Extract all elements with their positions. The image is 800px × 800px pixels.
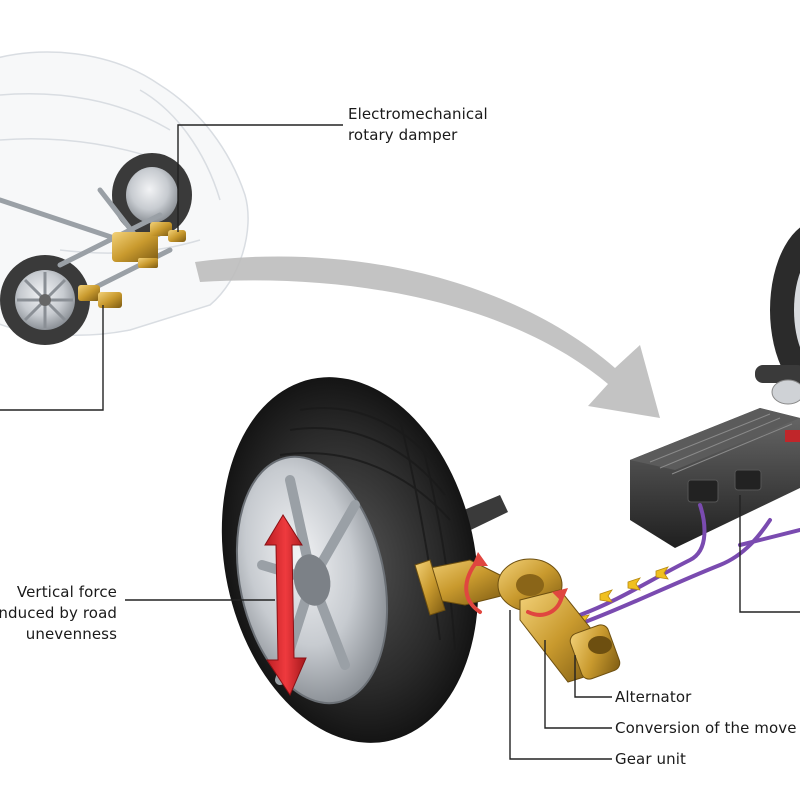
right-partial-wheel (755, 227, 800, 405)
label-conversion: Conversion of the move (615, 719, 797, 737)
label-electromechanical-rotary-damper: Electromechanical rotary damper (348, 104, 488, 146)
damper-label-line2: rotary damper (348, 126, 458, 144)
car-rear-wheel (0, 255, 90, 345)
car-front-wheel (112, 153, 192, 237)
big-transition-arrow (195, 256, 660, 418)
force-label-line2: induced by road (0, 604, 117, 622)
main-wheel (221, 377, 479, 743)
force-label-line3: unevenness (25, 625, 117, 643)
force-label-line1: Vertical force (16, 583, 117, 601)
wiring-harness (578, 503, 800, 624)
leader-lines-bottom (125, 495, 800, 760)
car-rotary-damper-upper (112, 222, 186, 268)
power-electronics-box (630, 408, 800, 548)
label-vertical-force: Vertical force induced by road unevennes… (0, 582, 117, 645)
leader-lines-car (0, 124, 343, 411)
rotation-arrowheads (472, 552, 568, 602)
label-gear-unit: Gear unit (615, 750, 686, 768)
label-alternator: Alternator (615, 688, 692, 706)
vertical-force-arrow-icon (264, 514, 307, 697)
car-rotary-damper-lower (78, 285, 122, 308)
damper-label-line1: Electromechanical (348, 105, 488, 123)
